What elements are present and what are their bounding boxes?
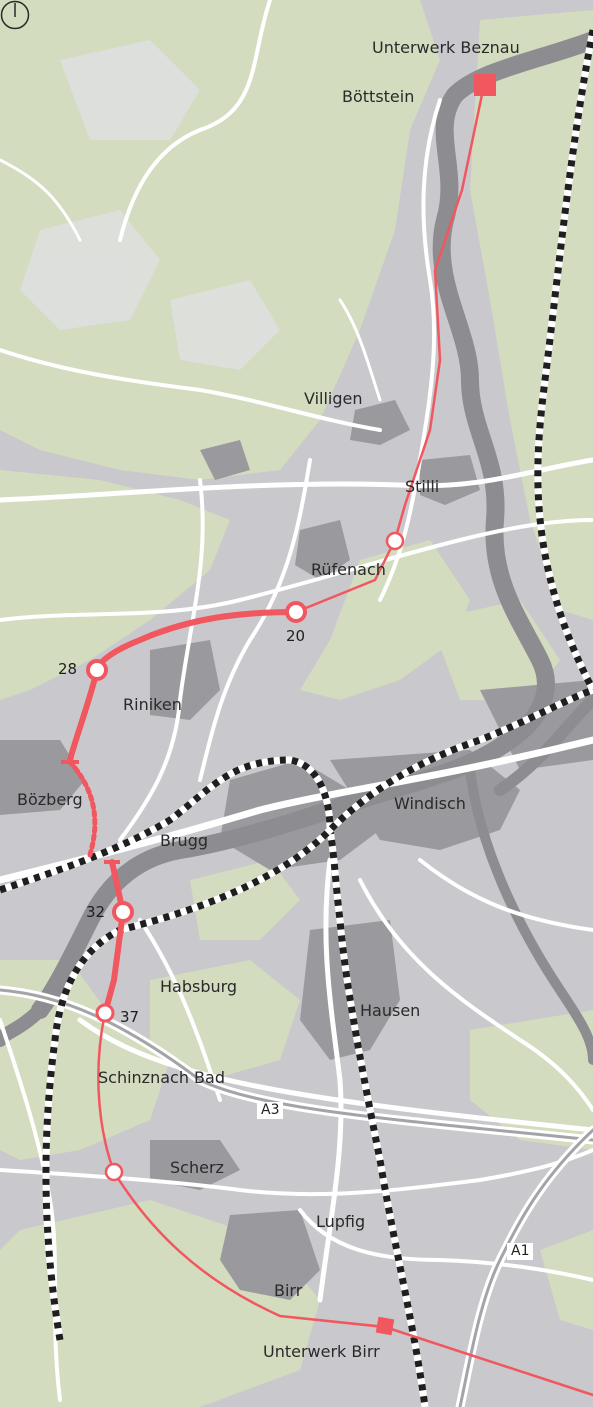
masts — [86, 531, 405, 1182]
motorways — [0, 985, 593, 1407]
substation-beznau-icon — [474, 74, 496, 96]
mast-number-32: 32 — [86, 903, 106, 921]
place-label-scherz: Scherz — [170, 1158, 224, 1177]
place-label-lupfig: Lupfig — [316, 1212, 366, 1231]
place-label-stilli: Stilli — [405, 477, 440, 496]
place-label-habsburg: Habsburg — [160, 977, 238, 996]
place-label-riniken: Riniken — [123, 695, 182, 714]
section-end-markers — [61, 760, 120, 864]
north-arrow-icon — [0, 0, 30, 30]
place-label-hausen: Hausen — [360, 1001, 421, 1020]
place-label-birr: Birr — [274, 1281, 303, 1300]
place-label-unterwerk-beznau: Unterwerk Beznau — [372, 38, 520, 57]
light-patches — [20, 40, 280, 370]
place-label-brugg: Brugg — [160, 831, 209, 850]
place-label-unterwerk-birr: Unterwerk Birr — [263, 1342, 380, 1361]
place-label-villigen: Villigen — [304, 389, 363, 408]
power-line-route — [67, 83, 593, 1397]
road-number-a1: A1 — [507, 1243, 534, 1261]
place-label-rufenach: Rüfenach — [311, 560, 386, 579]
road-number-a3: A3 — [257, 1102, 284, 1120]
rivers — [0, 31, 593, 1065]
place-label-bottstein: Böttstein — [342, 87, 415, 106]
substation-birr-icon — [375, 1316, 395, 1336]
mast-number-37: 37 — [120, 1008, 140, 1026]
place-label-schinznach-bad: Schinznach Bad — [98, 1068, 225, 1087]
mast-number-28: 28 — [58, 660, 78, 678]
place-label-bozberg: Bözberg — [17, 790, 83, 809]
mast-number-20: 20 — [286, 627, 306, 645]
place-label-windisch: Windisch — [394, 794, 466, 813]
